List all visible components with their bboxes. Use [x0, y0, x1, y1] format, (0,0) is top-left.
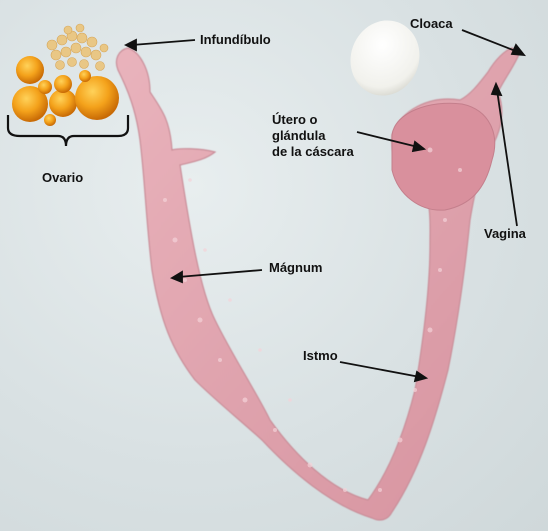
egg [350, 20, 420, 96]
label-utero-line-3: de la cáscara [272, 144, 354, 159]
pointer-arrows [123, 29, 527, 383]
label-infundibulo: Infundíbulo [200, 32, 271, 47]
ovary-bracket [6, 115, 130, 147]
label-istmo: Istmo [303, 348, 338, 363]
uterus [391, 102, 496, 211]
label-cloaca: Cloaca [410, 16, 453, 31]
ovary [12, 23, 119, 126]
label-magnum: Mágnum [269, 260, 323, 275]
label-ovario: Ovario [42, 170, 84, 185]
label-vagina: Vagina [484, 226, 526, 241]
label-utero-line-1: Útero o [272, 112, 318, 127]
tissue-texture [163, 147, 462, 492]
label-utero: Útero o glándula de la cáscara [272, 112, 354, 160]
label-utero-line-2: glándula [272, 128, 326, 143]
